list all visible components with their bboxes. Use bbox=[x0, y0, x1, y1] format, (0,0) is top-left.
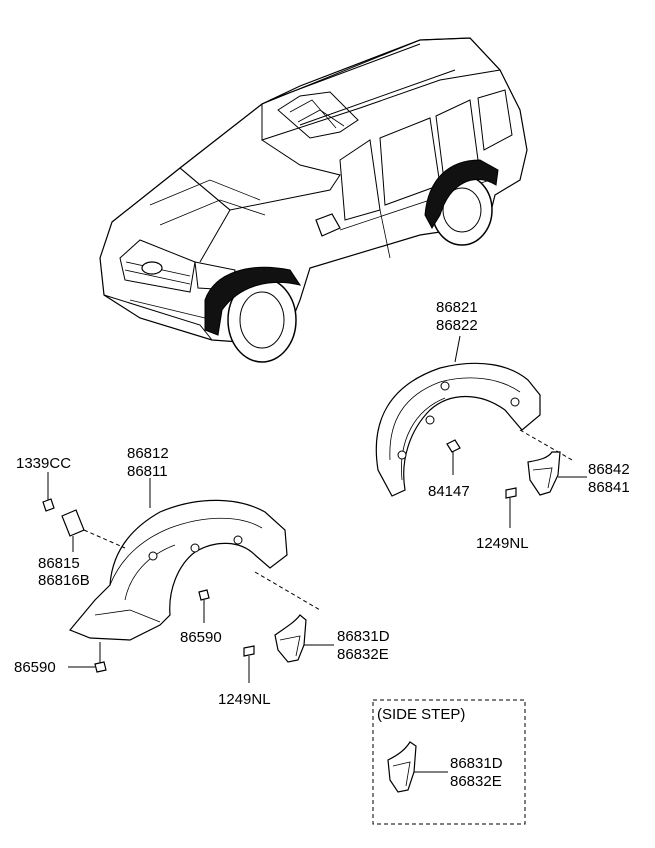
label-86822: 86822 bbox=[436, 317, 478, 334]
rear-wheel-guard bbox=[375, 362, 541, 497]
leader-86821 bbox=[454, 335, 461, 363]
clip-86815 bbox=[61, 509, 126, 552]
label-86842: 86842 bbox=[588, 461, 630, 478]
label-1249NL-left: 1249NL bbox=[218, 691, 271, 708]
dashed-connector-rear bbox=[519, 429, 573, 461]
label-86815: 86815 bbox=[38, 555, 80, 572]
side-step-mudguard bbox=[387, 741, 417, 793]
label-86590-left: 86590 bbox=[14, 659, 56, 676]
side-step-box bbox=[372, 699, 526, 825]
label-86812: 86812 bbox=[127, 445, 169, 462]
screw-1249NL-left bbox=[243, 645, 255, 683]
nut-84147 bbox=[446, 439, 461, 475]
label-86832E: 86832E bbox=[337, 646, 389, 663]
label-1249NL-right: 1249NL bbox=[476, 535, 529, 552]
label-side-step-86831D: 86831D bbox=[450, 755, 503, 772]
label-1339CC: 1339CC bbox=[16, 455, 71, 472]
label-84147: 84147 bbox=[428, 483, 470, 500]
vehicle-illustration bbox=[99, 37, 528, 363]
label-86590-right: 86590 bbox=[180, 629, 222, 646]
screw-86590-left bbox=[68, 642, 107, 673]
label-86821: 86821 bbox=[436, 299, 478, 316]
label-86816B: 86816B bbox=[38, 572, 90, 589]
screw-1249NL-right bbox=[505, 487, 517, 528]
label-86811: 86811 bbox=[127, 463, 168, 480]
dashed-connector-front bbox=[254, 571, 321, 611]
rear-mudguard bbox=[527, 451, 561, 496]
label-86831D: 86831D bbox=[337, 628, 390, 645]
label-86841: 86841 bbox=[588, 479, 630, 496]
side-step-title: (SIDE STEP) bbox=[377, 706, 465, 723]
front-mudguard bbox=[274, 614, 307, 663]
label-side-step-86832E: 86832E bbox=[450, 773, 502, 790]
nut-1339CC bbox=[42, 472, 55, 512]
front-wheel-guard bbox=[69, 499, 288, 641]
screw-86590-right bbox=[198, 589, 210, 623]
